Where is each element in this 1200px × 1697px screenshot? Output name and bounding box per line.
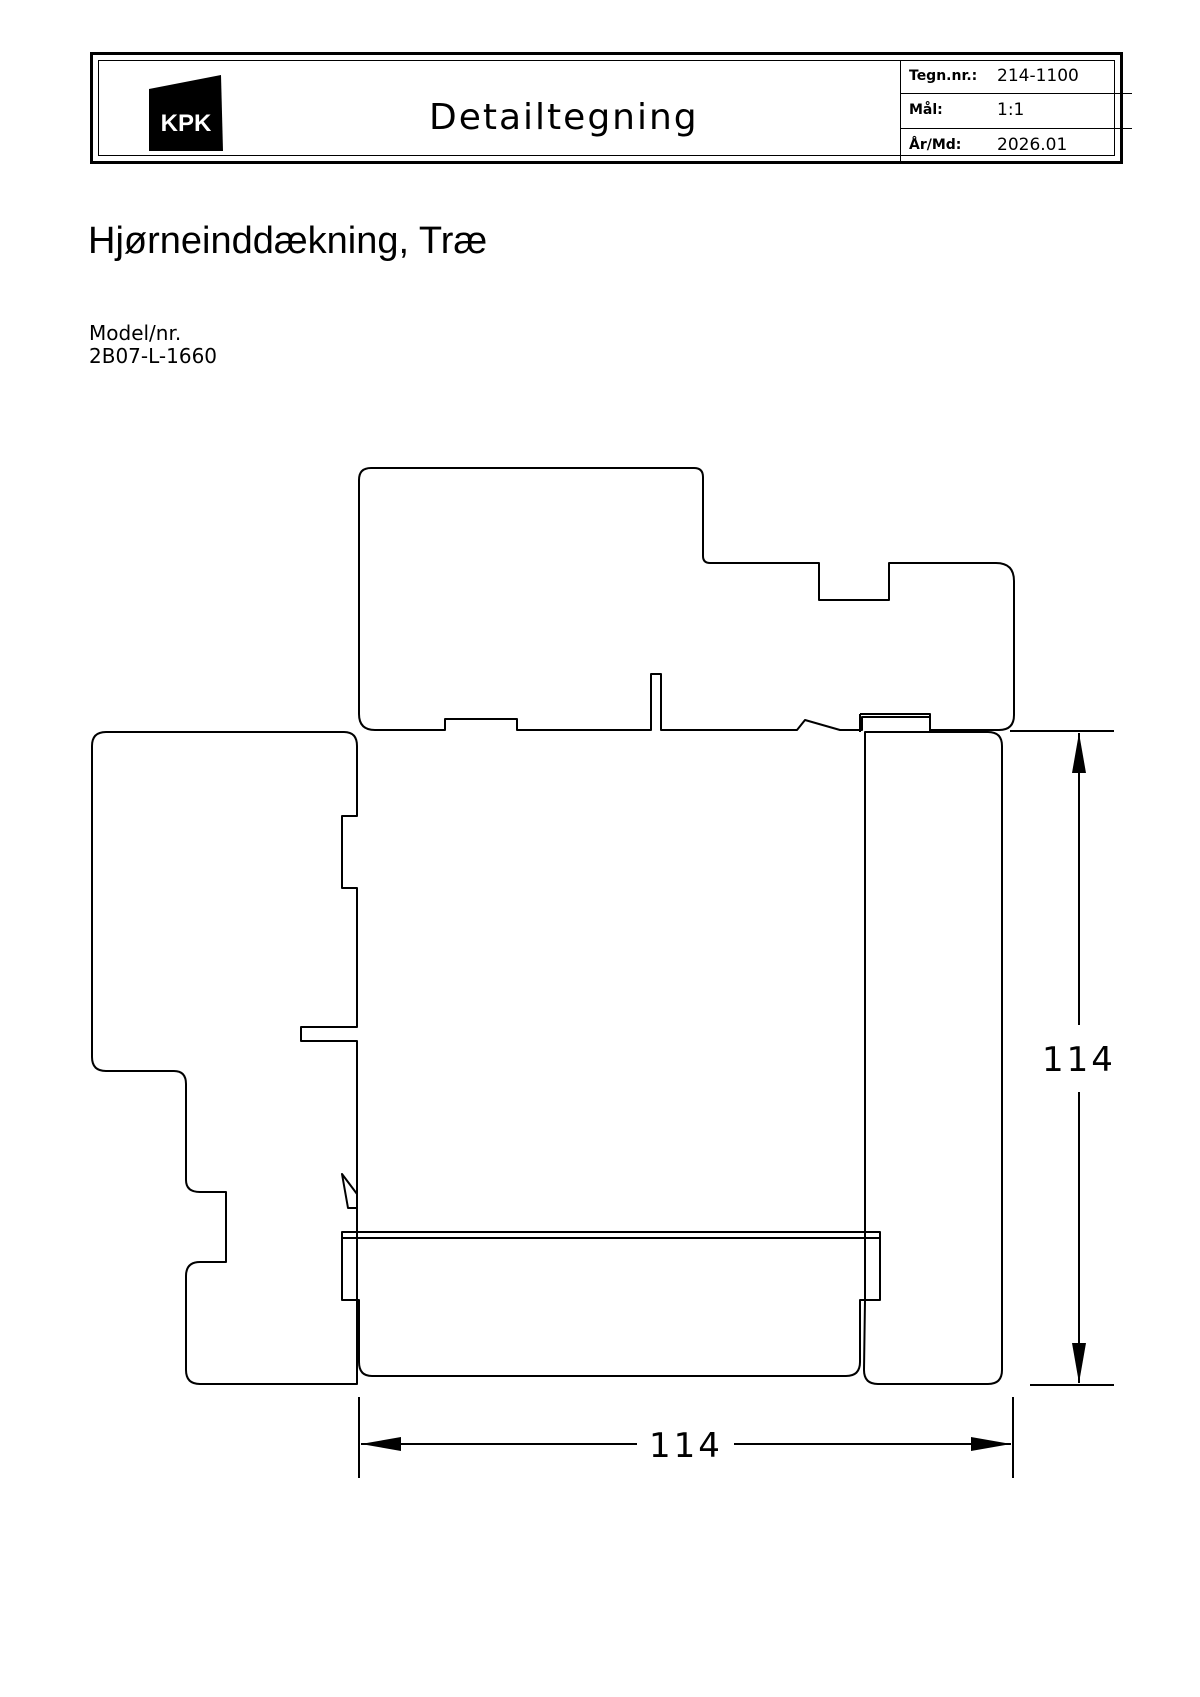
model-number: 2B07-L-1660 — [89, 344, 218, 368]
date-label: År/Md: — [909, 136, 962, 153]
scale-value: 1:1 — [997, 100, 1025, 121]
title-block: KPK Detailtegning Tegn.nr.: 214-1100 Mål… — [90, 52, 1132, 164]
height-dimension: 114 — [1042, 1040, 1116, 1080]
top-profile — [358, 467, 1015, 731]
date-value: 2026.01 — [997, 134, 1068, 155]
right-profile-groove — [859, 713, 931, 732]
width-dimension: 114 — [649, 1426, 723, 1466]
bottom-profile — [341, 1231, 881, 1377]
drawing-number-row: Tegn.nr.: 214-1100 — [901, 60, 1132, 95]
model-info: Model/nr. 2B07-L-1660 — [89, 322, 217, 368]
title-block-inner: KPK Detailtegning Tegn.nr.: 214-1100 Mål… — [98, 60, 1132, 163]
kpk-logo: KPK — [149, 75, 223, 151]
model-label: Model/nr. — [89, 321, 182, 345]
right-profile — [863, 731, 1003, 1385]
scale-label: Mål: — [909, 102, 943, 119]
logo-text: KPK — [161, 110, 212, 137]
drawing-number-value: 214-1100 — [997, 66, 1079, 86]
page-title: Hjørneinddækning, Træ — [88, 220, 488, 262]
document-type: Detailtegning — [429, 97, 699, 138]
left-profile — [91, 731, 358, 1385]
scale-row: Mål: 1:1 — [901, 94, 1132, 129]
info-table: Tegn.nr.: 214-1100 Mål: 1:1 År/Md: 2026.… — [900, 60, 1132, 163]
date-row: År/Md: 2026.01 — [901, 129, 1132, 162]
drawing-number-label: Tegn.nr.: — [909, 68, 978, 84]
